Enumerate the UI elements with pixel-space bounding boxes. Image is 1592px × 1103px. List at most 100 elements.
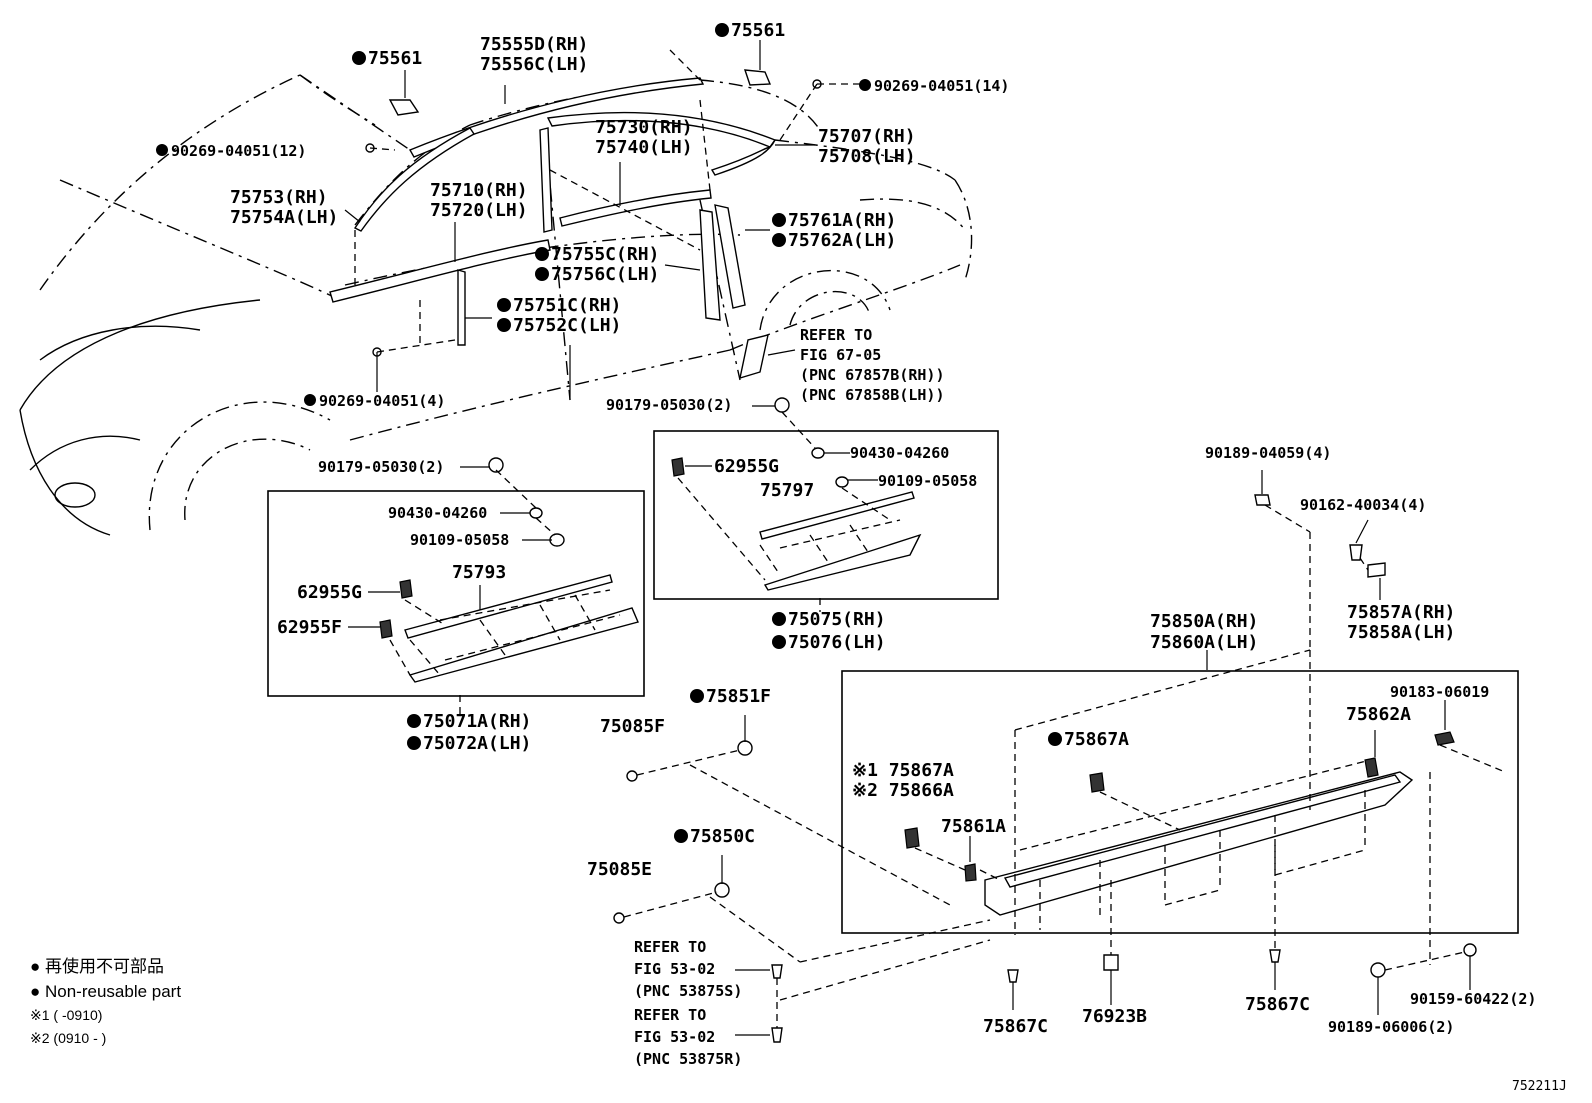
part-label-l7a: 75707(RH) bbox=[818, 126, 916, 147]
part-label-l20: 90179-05030(2) bbox=[318, 458, 444, 476]
center-pillar-garnish bbox=[699, 204, 746, 321]
part-label-l6b: 75740(LH) bbox=[595, 137, 693, 158]
part-label-l14: 90179-05030(2) bbox=[606, 396, 732, 414]
part-label-l11a: 75755C(RH) bbox=[551, 244, 659, 265]
part-label-l9a: 75710(RH) bbox=[430, 180, 528, 201]
part-label-l43: 90159-60422(2) bbox=[1410, 990, 1536, 1008]
non-reusable-bullet-icon bbox=[535, 247, 549, 261]
non-reusable-bullet-icon bbox=[674, 829, 688, 843]
part-label-l41: 76923B bbox=[1082, 1006, 1147, 1027]
part-label-l26b: 75072A(LH) bbox=[423, 733, 531, 754]
part-label-l31: 90189-04059(4) bbox=[1205, 444, 1331, 462]
non-reusable-bullet-icon bbox=[772, 213, 786, 227]
part-label-l13: 90269-04051(4) bbox=[319, 392, 445, 410]
non-reusable-bullet-icon bbox=[859, 79, 871, 91]
non-reusable-bullet-icon bbox=[772, 635, 786, 649]
mudguard-piece bbox=[739, 334, 769, 380]
rocker-right-fasteners bbox=[1254, 470, 1386, 650]
part-label-l1: 75561 bbox=[368, 48, 422, 69]
ref3-line2: FIG 53-02 bbox=[634, 1028, 715, 1046]
non-reusable-bullet-icon bbox=[772, 233, 786, 247]
part-label-l6a: 75730(RH) bbox=[595, 117, 693, 138]
part-label-l33a: 75857A(RH) bbox=[1347, 602, 1455, 623]
part-label-l24: 75793 bbox=[452, 562, 506, 583]
non-reusable-bullet-icon bbox=[1048, 732, 1062, 746]
part-label-l15: 90430-04260 bbox=[850, 444, 949, 462]
part-label-l32: 90162-40034(4) bbox=[1300, 496, 1426, 514]
non-reusable-bullet-icon bbox=[772, 612, 786, 626]
rear-door-belt-moulding bbox=[559, 162, 712, 227]
legend-non-reusable-jp: ● 再使用不可部品 bbox=[30, 956, 164, 976]
part-label-l3: 75561 bbox=[731, 20, 785, 41]
rear-door-moulding-box bbox=[653, 430, 999, 612]
rear-door-frame-moulding bbox=[546, 111, 777, 176]
part-label-l2b: 75556C(LH) bbox=[480, 54, 588, 75]
ref2-line3: (PNC 53875S) bbox=[634, 982, 742, 1000]
part-label-l34a: 75850A(RH) bbox=[1150, 611, 1258, 632]
front-door-belt-moulding bbox=[329, 222, 551, 303]
legend-note-1: ※1 ( -0910) bbox=[30, 1007, 102, 1023]
part-label-l12b: 75752C(LH) bbox=[513, 315, 621, 336]
part-label-l11b: 75756C(LH) bbox=[551, 264, 659, 285]
part-label-l9b: 75720(LH) bbox=[430, 200, 528, 221]
figure-code: 752211J bbox=[1512, 1079, 1567, 1094]
part-label-l29: 75850C bbox=[690, 826, 755, 847]
part-label-l4: 90269-04051(14) bbox=[874, 77, 1009, 95]
part-number-labels: 75561 75555D(RH)75556C(LH) 75561 90269-0405… bbox=[156, 20, 1536, 1037]
ref1-line1: REFER TO bbox=[800, 326, 872, 344]
part-label-l2a: 75555D(RH) bbox=[480, 34, 588, 55]
windshield-moulding bbox=[353, 127, 476, 232]
part-label-l38a: ※1 75867A bbox=[852, 760, 954, 781]
non-reusable-bullet-icon bbox=[156, 144, 168, 156]
non-reusable-bullet-icon bbox=[535, 267, 549, 281]
ref2-line1: REFER TO bbox=[634, 938, 706, 956]
part-label-l35: 90183-06019 bbox=[1390, 683, 1489, 701]
rocker-panel-box bbox=[841, 649, 1519, 965]
part-label-l17: 90109-05058 bbox=[878, 472, 977, 490]
part-label-l8a: 75753(RH) bbox=[230, 187, 328, 208]
non-reusable-bullet-icon bbox=[715, 23, 729, 37]
non-reusable-bullet-icon bbox=[352, 51, 366, 65]
part-label-l40: 75867C bbox=[983, 1016, 1048, 1037]
part-label-l12a: 75751C(RH) bbox=[513, 295, 621, 316]
legend-note-2: ※2 (0910 - ) bbox=[30, 1030, 106, 1046]
front-door-pillar-garnish bbox=[457, 269, 466, 346]
part-label-l19b: 75076(LH) bbox=[788, 632, 886, 653]
part-label-l26a: 75071A(RH) bbox=[423, 711, 531, 732]
legend: ● 再使用不可部品 ● Non-reusable part ※1 ( -0910… bbox=[30, 956, 181, 1046]
part-label-l44: 90189-06006(2) bbox=[1328, 1018, 1454, 1036]
ref3-line1: REFER TO bbox=[634, 1006, 706, 1024]
ref1-line4: (PNC 67858B(LH)) bbox=[800, 386, 945, 404]
part-label-l5: 90269-04051(12) bbox=[171, 142, 306, 160]
part-label-l38b: ※2 75866A bbox=[852, 780, 954, 801]
part-label-l37: 75867A bbox=[1064, 729, 1129, 750]
reference-callout-fig-67-05: REFER TO FIG 67-05 (PNC 67857B(RH)) (PNC… bbox=[800, 326, 945, 404]
roof-drip-moulding bbox=[408, 77, 705, 158]
part-label-l21: 90430-04260 bbox=[388, 504, 487, 522]
part-label-l39: 75861A bbox=[941, 816, 1006, 837]
non-reusable-bullet-icon bbox=[304, 394, 316, 406]
legend-non-reusable-en: ● Non-reusable part bbox=[30, 982, 181, 1001]
reference-callout-fig-53-02-s: REFER TO FIG 53-02 (PNC 53875S) bbox=[634, 938, 742, 1000]
part-label-l30: 75085E bbox=[587, 859, 652, 880]
front-door-moulding-box bbox=[267, 490, 645, 715]
lower-left-fasteners bbox=[613, 715, 991, 1043]
ref3-line3: (PNC 53875R) bbox=[634, 1050, 742, 1068]
front-door-upper-fasteners bbox=[460, 457, 556, 536]
part-label-l8b: 75754A(LH) bbox=[230, 207, 338, 228]
non-reusable-bullet-icon bbox=[690, 689, 704, 703]
non-reusable-bullet-icon bbox=[407, 736, 421, 750]
ref2-line2: FIG 53-02 bbox=[634, 960, 715, 978]
part-label-l25: 62955F bbox=[277, 617, 342, 638]
part-label-l10b: 75762A(LH) bbox=[788, 230, 896, 251]
non-reusable-bullet-icon bbox=[407, 714, 421, 728]
upper-leaders bbox=[344, 40, 860, 400]
rear-door-upper-fasteners bbox=[752, 397, 850, 459]
front-door-pillar-rear bbox=[539, 127, 553, 233]
part-label-l42: 75867C bbox=[1245, 994, 1310, 1015]
ref1-line3: (PNC 67857B(RH)) bbox=[800, 366, 945, 384]
non-reusable-bullet-icon bbox=[497, 318, 511, 332]
part-label-l28: 75085F bbox=[600, 716, 665, 737]
